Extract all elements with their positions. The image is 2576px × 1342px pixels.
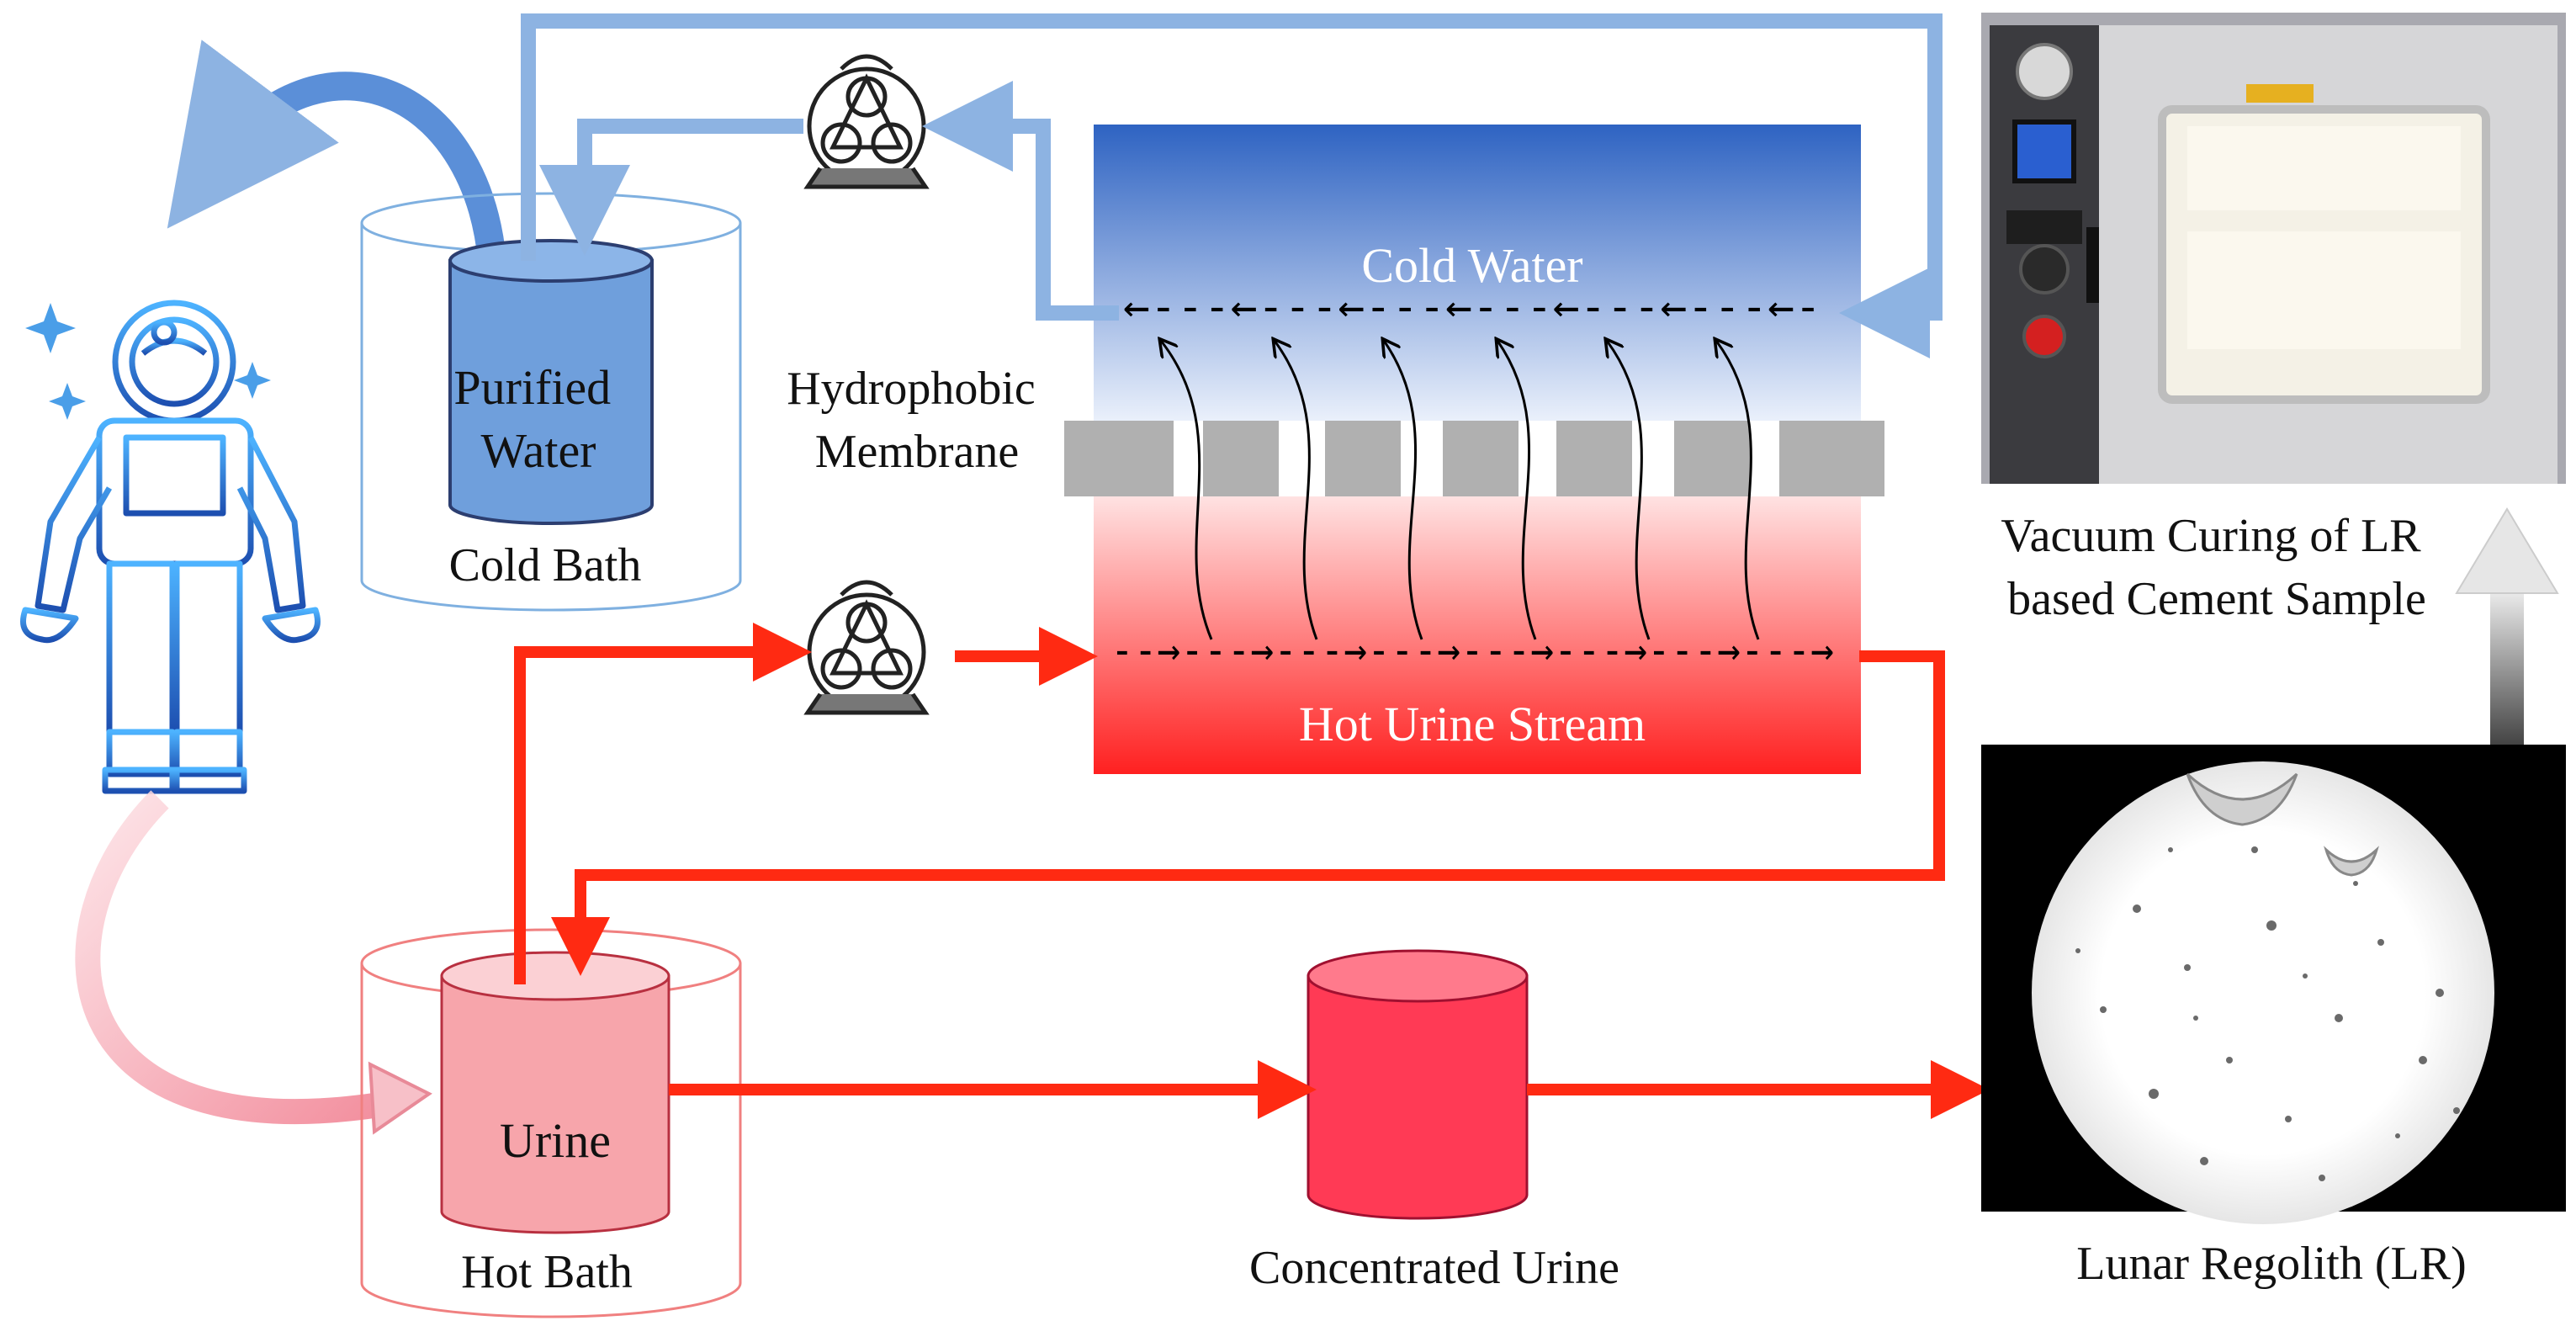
purified-water-label: Purified Water — [453, 360, 623, 478]
astronaut-icon — [20, 300, 321, 794]
hot-bath-label: Hot Bath — [461, 1246, 633, 1298]
cold-loop-piping — [521, 13, 1943, 358]
concentrated-urine-label: Concentrated Urine — [1249, 1242, 1619, 1294]
regolith-sample-disc — [2032, 761, 2494, 1224]
cold-flow-arrows: ←---←---←---←---←---←---←- — [1123, 282, 1821, 332]
cold-water-label: Cold Water — [1361, 238, 1582, 293]
regolith-artifact — [2324, 846, 2379, 877]
regolith-speckles — [2075, 846, 2460, 1181]
cold-loop-pump-icon — [803, 54, 930, 189]
hot-loop-piping — [514, 623, 1990, 1119]
hot-urine-stream-label: Hot Urine Stream — [1299, 697, 1646, 751]
urine-label: Urine — [500, 1113, 611, 1168]
vacuum-curing-label: Vacuum Curing of LR based Cement Sample — [2001, 510, 2432, 625]
water-to-astronaut-arrow — [167, 40, 506, 263]
cold-bath-label: Cold Bath — [449, 539, 642, 591]
hot-loop-pump-icon — [803, 580, 930, 715]
vapor-transfer-arrows — [1161, 341, 1760, 640]
curing-arrow — [2455, 507, 2559, 745]
lunar-regolith-label: Lunar Regolith (LR) — [2076, 1238, 2466, 1290]
astronaut-to-urine-arrow — [75, 790, 398, 1124]
hydrophobic-membrane — [1064, 421, 1884, 496]
sparkle-icon — [25, 303, 271, 420]
hot-flow-arrows: --→---→---→---→---→---→---→---→ — [1110, 625, 1834, 676]
hydrophobic-membrane-label: Hydrophobic Membrane — [787, 363, 1047, 478]
urine-tank — [440, 951, 671, 1234]
vacuum-oven-image — [1981, 13, 2566, 484]
arrowhead-icon — [368, 1061, 432, 1135]
regolith-artifact — [2186, 772, 2298, 826]
hot-urine-chamber — [1094, 496, 1861, 774]
concentrated-urine-tank — [1307, 949, 1529, 1220]
